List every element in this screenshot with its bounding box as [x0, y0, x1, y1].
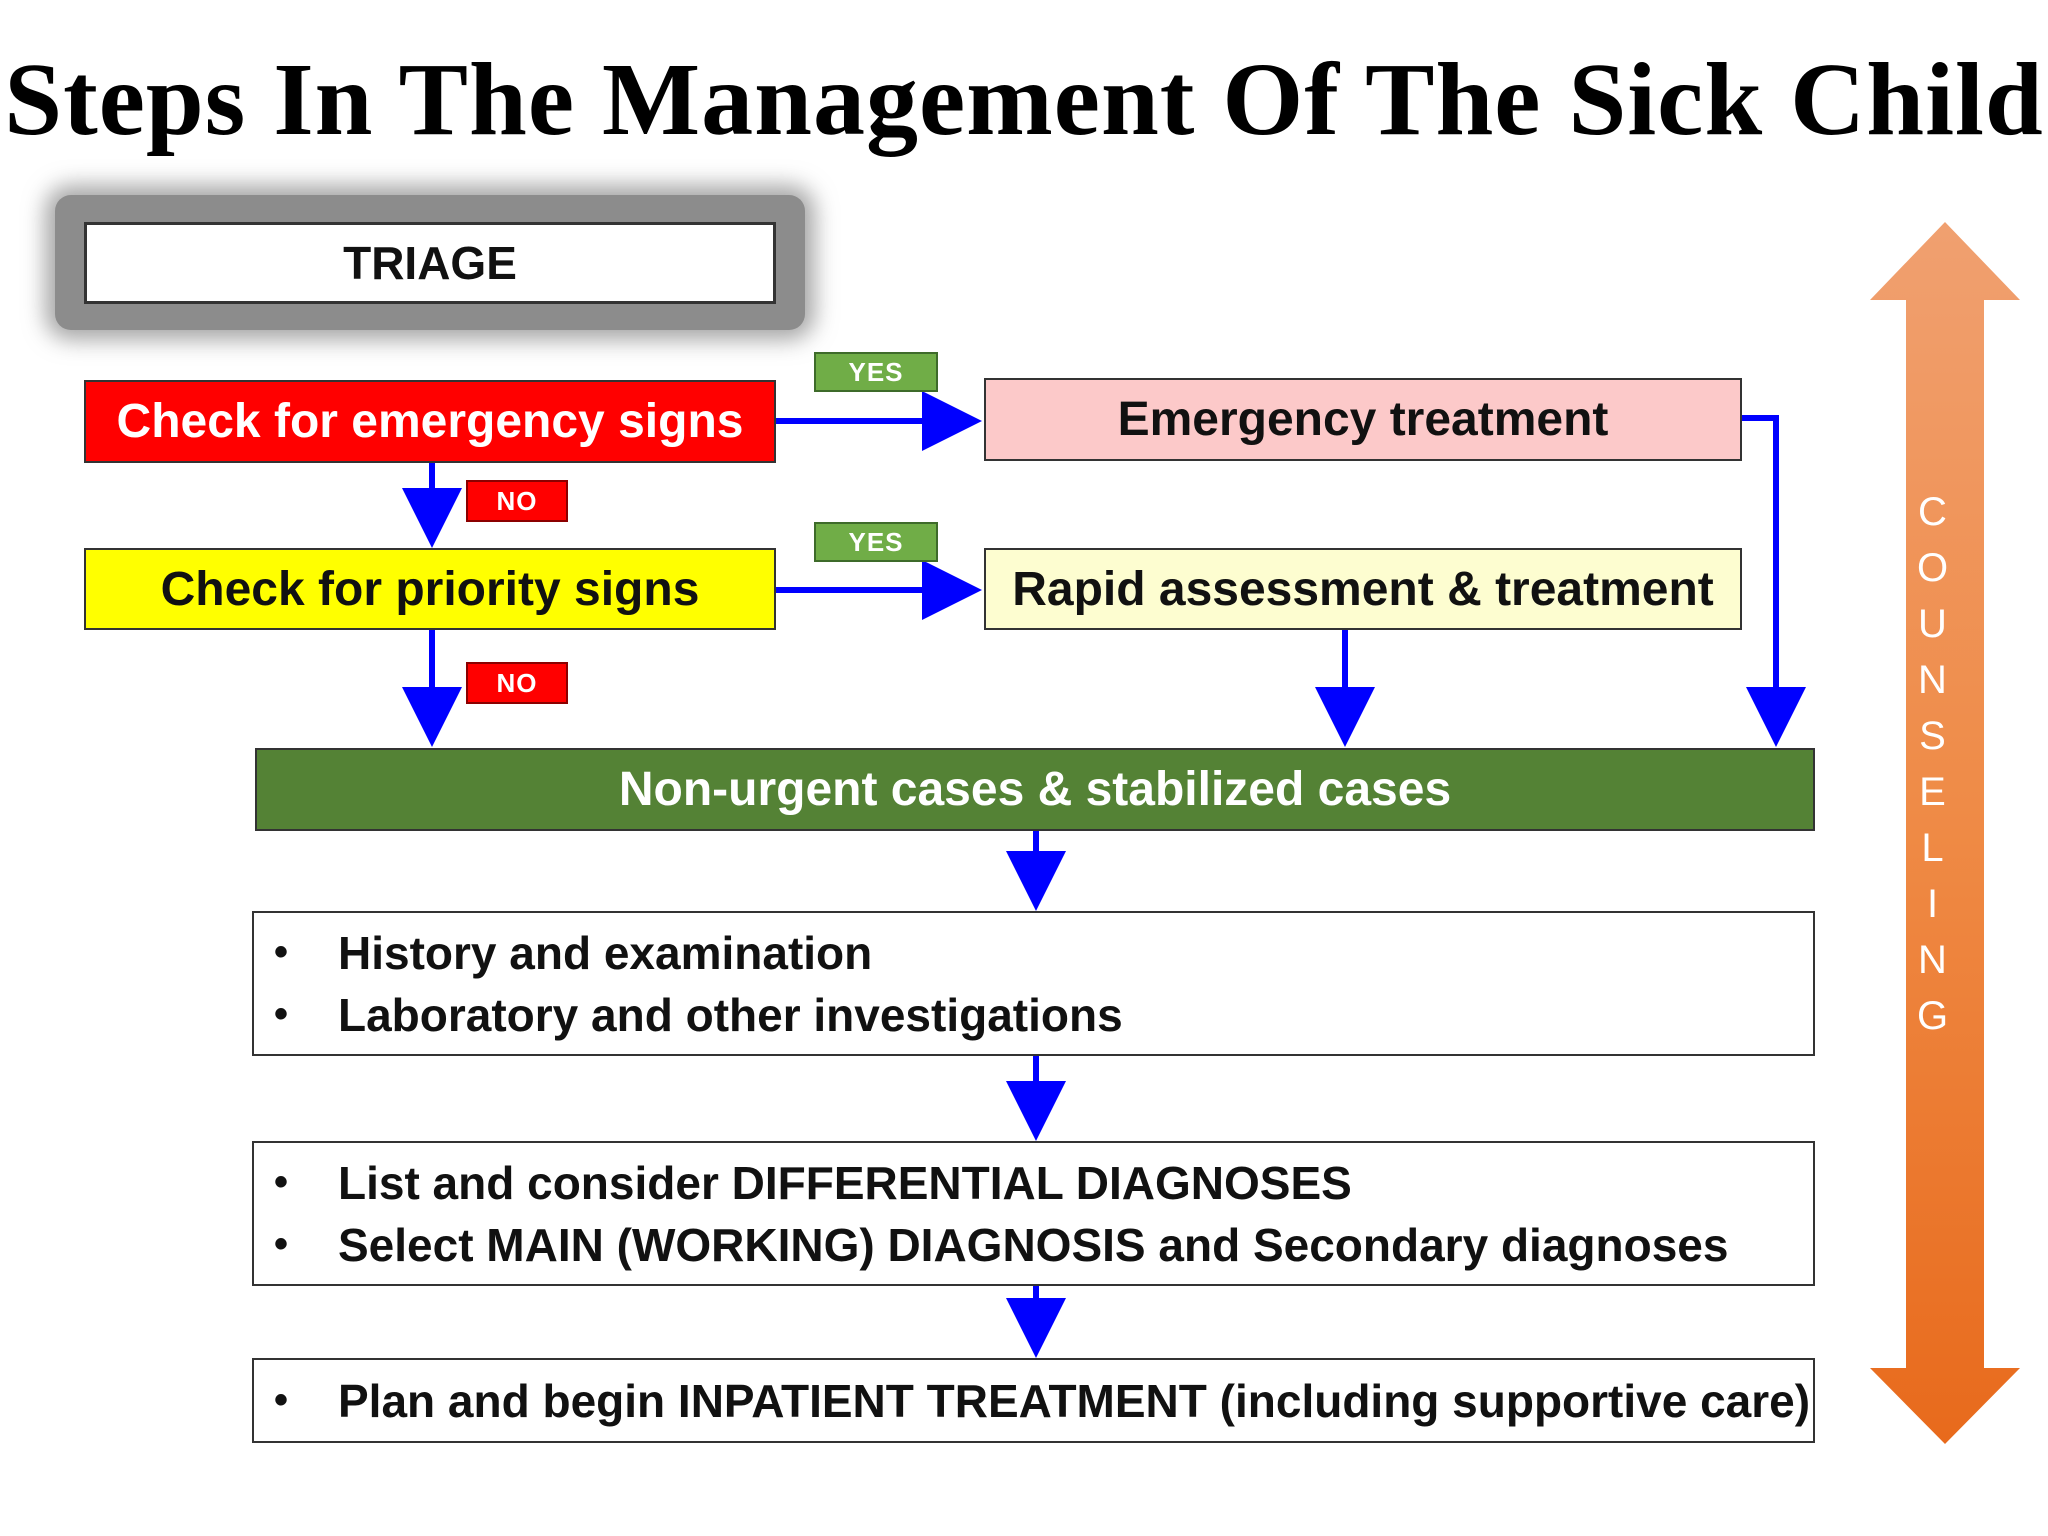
arrow-emergency-to-nonurgent: [1742, 415, 1806, 747]
non-urgent-box: Non-urgent cases & stabilized cases: [255, 748, 1815, 831]
list-item-text: List and consider DIFFERENTIAL DIAGNOSES: [338, 1156, 1352, 1209]
list-item: • Plan and begin INPATIENT TREATMENT (in…: [274, 1370, 1813, 1432]
bullet: •: [274, 930, 289, 974]
emergency-signs-box: Check for emergency signs: [84, 380, 776, 463]
list-item-text: Laboratory and other investigations: [338, 988, 1123, 1041]
history-box: • History and examination • Laboratory a…: [252, 911, 1815, 1056]
yes-label-priority: YES: [814, 522, 938, 562]
counseling-label: COUNSELING: [1910, 490, 1955, 1050]
yes-label-emergency: YES: [814, 352, 938, 392]
no-label-emergency: NO: [466, 480, 568, 522]
list-item: • History and examination: [274, 922, 1813, 984]
emergency-treatment-box: Emergency treatment: [984, 378, 1742, 461]
list-item: • List and consider DIFFERENTIAL DIAGNOS…: [274, 1152, 1813, 1214]
priority-signs-box: Check for priority signs: [84, 548, 776, 630]
bullet: •: [274, 992, 289, 1036]
diagram-title: Steps In The Management Of The Sick Chil…: [4, 42, 2044, 157]
bullet: •: [274, 1378, 289, 1422]
list-item: • Laboratory and other investigations: [274, 984, 1813, 1046]
list-item: • Select MAIN (WORKING) DIAGNOSIS and Se…: [274, 1214, 1813, 1276]
bullet: •: [274, 1222, 289, 1266]
counseling-arrow-shape: [1870, 222, 2020, 1444]
plan-box: • Plan and begin INPATIENT TREATMENT (in…: [252, 1358, 1815, 1443]
no-label-priority: NO: [466, 662, 568, 704]
diagnosis-box: • List and consider DIFFERENTIAL DIAGNOS…: [252, 1141, 1815, 1286]
rapid-assessment-box: Rapid assessment & treatment: [984, 548, 1742, 630]
list-item-text: History and examination: [338, 926, 873, 979]
triage-box: TRIAGE: [84, 222, 776, 304]
list-item-text: Plan and begin INPATIENT TREATMENT (incl…: [338, 1374, 1811, 1427]
list-item-text: Select MAIN (WORKING) DIAGNOSIS and Seco…: [338, 1218, 1729, 1271]
bullet: •: [274, 1160, 289, 1204]
